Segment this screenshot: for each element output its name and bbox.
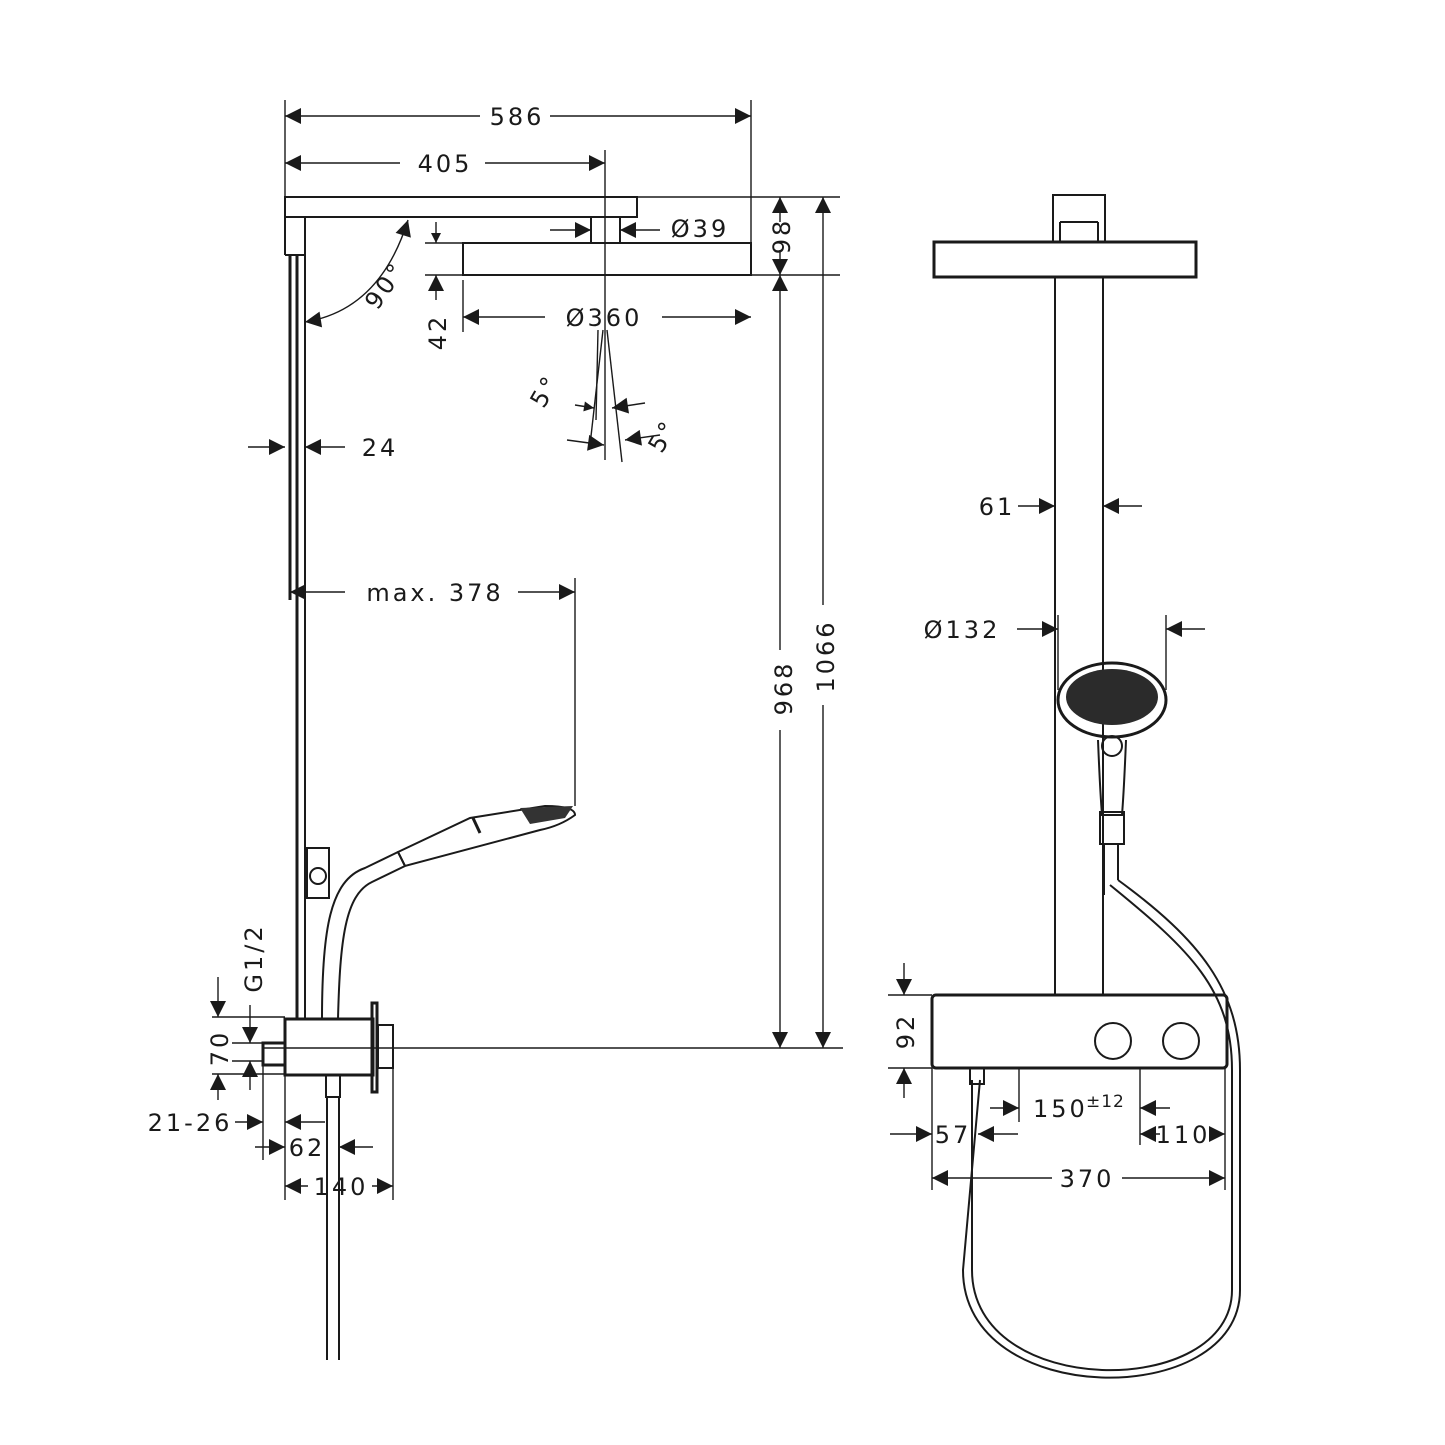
dim-1066: 1066: [812, 619, 840, 692]
dim-57: 57: [935, 1121, 972, 1149]
dim-diameter-360: Ø360: [566, 304, 643, 332]
dim-62: 62: [289, 1134, 326, 1162]
side-view: 586 405 Ø39 98 42 90° Ø360: [148, 100, 843, 1360]
dim-61: 61: [979, 493, 1016, 521]
shower-column-front: [930, 194, 1241, 1379]
dim-586: 586: [490, 103, 545, 131]
dim-angle-5-left: 5°: [525, 370, 566, 413]
dim-angle-5-right: 5°: [643, 415, 684, 458]
dim-angle-90: 90°: [359, 256, 412, 314]
front-view: 61 Ø132 92 150 ±12 57 110 370: [888, 194, 1241, 1379]
dim-405: 405: [418, 150, 473, 178]
dim-968: 968: [770, 661, 798, 716]
dim-70: 70: [206, 1030, 234, 1067]
dim-max-378: max. 378: [366, 579, 503, 607]
dim-diameter-39: Ø39: [671, 215, 729, 243]
dim-24: 24: [362, 434, 399, 462]
dim-92: 92: [892, 1013, 920, 1050]
dim-21-26: 21-26: [148, 1109, 233, 1137]
dim-370: 370: [1060, 1165, 1115, 1193]
dim-42: 42: [424, 314, 452, 351]
dim-thread-g1-2: G1/2: [240, 923, 268, 992]
shower-column-side: [261, 196, 843, 1360]
dim-140: 140: [314, 1173, 369, 1201]
dim-tolerance-12: ±12: [1086, 1092, 1125, 1112]
dim-110: 110: [1156, 1121, 1211, 1149]
dim-98: 98: [768, 218, 796, 255]
dim-diameter-132: Ø132: [924, 616, 1001, 644]
dim-150: 150: [1033, 1095, 1088, 1123]
